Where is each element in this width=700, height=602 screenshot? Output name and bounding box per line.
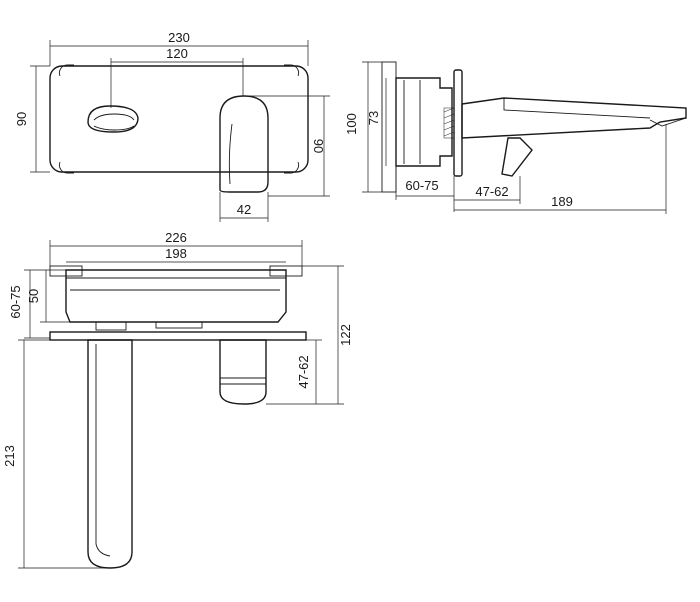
front-ear-top-left (58, 64, 74, 77)
top-spout (87, 339, 133, 569)
dim-front-width-overall: 230 (168, 30, 190, 45)
side-body (395, 77, 453, 167)
dim-top-width-inner: 198 (165, 246, 187, 261)
front-wall-plate (49, 65, 309, 173)
front-spout-outlet (87, 105, 139, 133)
dim-top-body-depth: 50 (26, 289, 41, 303)
front-handle (219, 95, 269, 193)
front-view: 230 120 90 90 42 (14, 30, 330, 222)
front-ear-top-right (284, 64, 300, 77)
side-view: 100 73 60-75 47-62 189 (344, 61, 687, 214)
dim-side-plate-height: 100 (344, 113, 359, 135)
side-spout (461, 97, 687, 139)
dim-side-length-overall: 189 (551, 194, 573, 209)
dim-top-depth-range: 60-75 (8, 285, 23, 318)
dim-front-width-centers: 120 (166, 46, 188, 61)
dim-front-handle-width: 42 (237, 202, 251, 217)
top-body (65, 269, 287, 323)
front-ear-bottom-left (58, 161, 74, 174)
top-view: 226 198 60-75 50 122 47-62 213 (2, 230, 353, 569)
top-wall-plate (49, 331, 307, 341)
dim-front-height-right: 90 (311, 139, 326, 153)
front-ear-bottom-right (284, 161, 300, 174)
dim-top-height-overall: 122 (338, 324, 353, 346)
side-plate-outline (381, 61, 397, 193)
top-handle-connector (155, 321, 203, 329)
top-handle (219, 339, 267, 405)
dim-top-spout-length: 213 (2, 445, 17, 467)
top-spout-connector (95, 321, 127, 331)
side-cover-plate (453, 69, 463, 177)
dim-side-body-height: 73 (366, 111, 381, 125)
side-lever (501, 137, 533, 177)
dim-side-spout-range: 47-62 (475, 184, 508, 199)
dim-top-width-overall: 226 (165, 230, 187, 245)
dim-top-handle-range: 47-62 (296, 355, 311, 388)
dim-front-height-left: 90 (14, 112, 29, 126)
dim-side-depth-range: 60-75 (405, 178, 438, 193)
